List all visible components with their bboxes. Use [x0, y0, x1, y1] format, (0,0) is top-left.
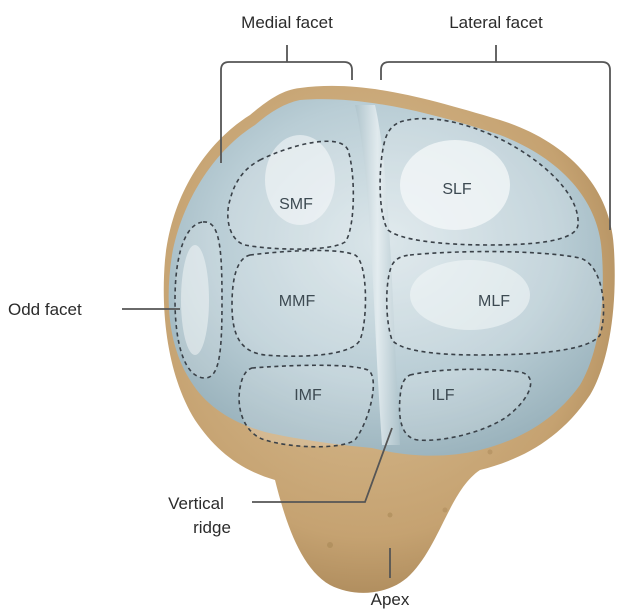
- bone-texture: [327, 542, 333, 548]
- bone-texture: [488, 450, 493, 455]
- apex-label: Apex: [371, 590, 410, 609]
- mlf-label: MLF: [478, 293, 510, 310]
- slf-zone: [380, 119, 578, 245]
- odd-facet-label: Odd facet: [8, 300, 82, 319]
- medial-facet-label: Medial facet: [241, 13, 333, 32]
- vertical-ridge-label-line2: ridge: [193, 518, 231, 537]
- bone-texture: [443, 508, 448, 513]
- bone-texture: [388, 513, 393, 518]
- slf-label: SLF: [442, 181, 472, 198]
- mmf-label: MMF: [279, 293, 316, 310]
- odd-facet-zone: [175, 222, 222, 378]
- smf-label: SMF: [279, 196, 313, 213]
- ilf-label: ILF: [431, 387, 454, 404]
- imf-label: IMF: [294, 387, 322, 404]
- vertical-ridge-label-line1: Vertical: [168, 494, 224, 513]
- imf-zone: [239, 365, 373, 447]
- lateral-facet-label: Lateral facet: [449, 13, 543, 32]
